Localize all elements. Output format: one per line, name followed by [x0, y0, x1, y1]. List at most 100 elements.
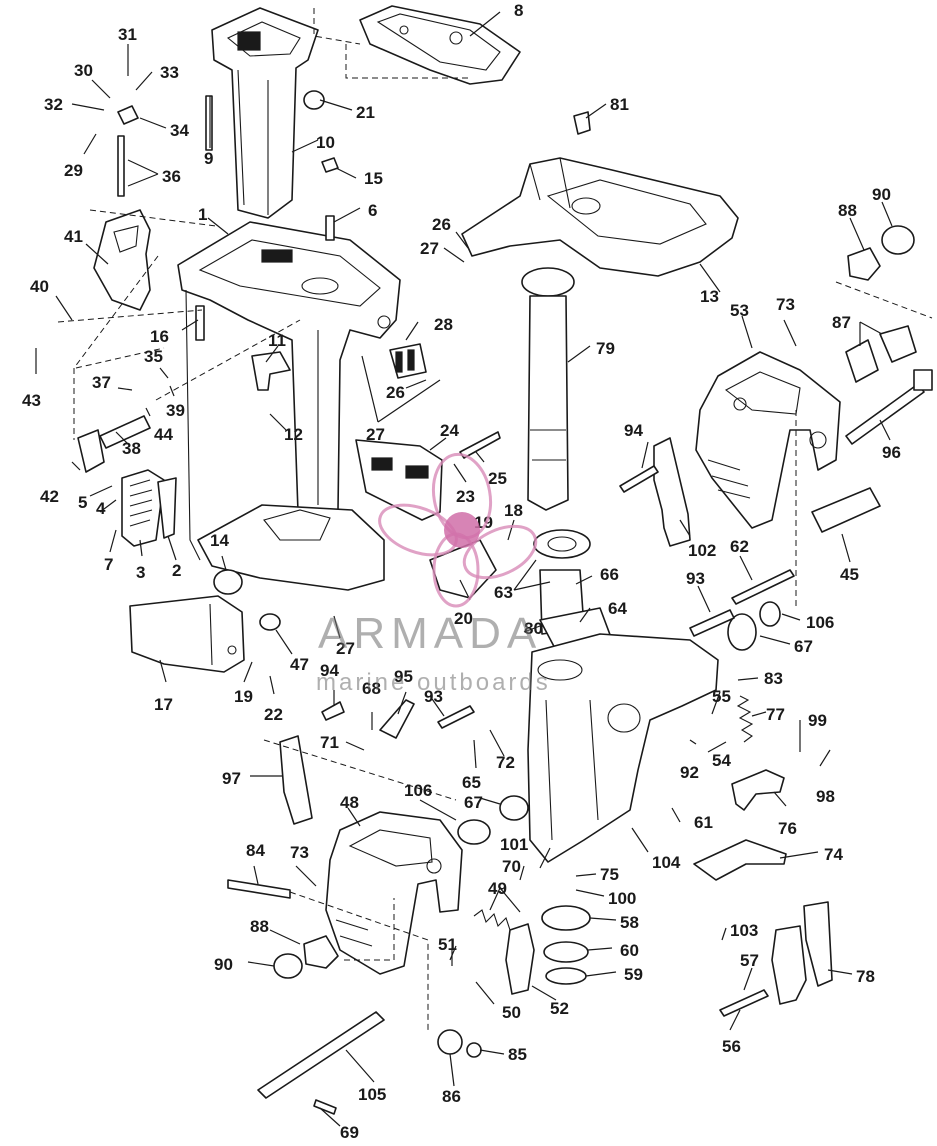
callout-94-left: 94: [320, 661, 339, 680]
callout-24: 24: [440, 421, 459, 440]
callout-58: 58: [620, 913, 639, 932]
callout-63: 63: [494, 583, 513, 602]
callout-69: 69: [340, 1123, 359, 1142]
part-pin-93-left: [437, 705, 475, 729]
callout-102: 102: [688, 541, 716, 560]
part-ring-60: [543, 941, 589, 963]
part-nut-88-lower: [303, 935, 339, 969]
callout-19-lower: 19: [234, 687, 253, 706]
callout-66: 66: [600, 565, 619, 584]
callout-35: 35: [144, 347, 163, 366]
part-brace-105: [257, 1011, 385, 1099]
part-bolt-94-left: [321, 701, 345, 721]
callout-2: 2: [172, 561, 181, 580]
part-strip: [157, 477, 177, 539]
callout-9: 9: [204, 149, 213, 168]
part-exhaust-tower: [211, 7, 319, 219]
callout-59: 59: [624, 965, 643, 984]
part-link-97: [279, 735, 313, 825]
armada-watermark: ARMADA marine outboards: [316, 452, 551, 696]
callout-103: 103: [730, 921, 758, 940]
part-gasket-plate: [359, 5, 521, 85]
callout-53: 53: [730, 301, 749, 320]
part-ring-58: [541, 905, 591, 931]
callout-32: 32: [44, 95, 63, 114]
part-nut-15: [321, 157, 339, 173]
part-spring-49: [473, 909, 511, 931]
part-grip: [121, 469, 165, 547]
part-bolt-81: [573, 111, 591, 135]
callout-29: 29: [64, 161, 83, 180]
callout-100: 100: [608, 889, 636, 908]
callout-31: 31: [118, 25, 137, 44]
callout-13: 13: [700, 287, 719, 306]
callout-30: 30: [74, 61, 93, 80]
part-swivel-bracket: [461, 157, 739, 277]
part-screw-16: [195, 305, 205, 341]
callout-78: 78: [856, 967, 875, 986]
part-pin-93-right: [689, 609, 735, 637]
callout-43: 43: [22, 391, 41, 410]
callout-79: 79: [596, 339, 615, 358]
callout-17: 17: [154, 695, 173, 714]
callout-83: 83: [764, 669, 783, 688]
part-nut-88-upper: [847, 247, 881, 281]
callout-47: 47: [290, 655, 309, 674]
callout-42: 42: [40, 487, 59, 506]
callout-106-left: 106: [404, 781, 432, 800]
callout-56: 56: [722, 1037, 741, 1056]
watermark-brand: ARMADA: [318, 609, 542, 658]
callout-72: 72: [496, 753, 515, 772]
callout-98: 98: [816, 787, 835, 806]
part-pivot-shaft: [77, 415, 151, 473]
callout-8: 8: [514, 1, 523, 20]
part-relay-28: [389, 343, 427, 379]
callout-67-right: 67: [794, 637, 813, 656]
part-cap-90-upper: [881, 225, 915, 255]
part-link-102: [653, 437, 691, 547]
part-bolt-25: [459, 431, 501, 459]
assembly-lines: [57, 8, 933, 1030]
watermark-tagline: marine outboards: [316, 669, 551, 696]
callout-84: 84: [246, 841, 265, 860]
callout-86: 86: [442, 1087, 461, 1106]
callout-62: 62: [730, 537, 749, 556]
callout-93-left: 93: [424, 687, 443, 706]
callout-15: 15: [364, 169, 383, 188]
callout-21: 21: [356, 103, 375, 122]
part-bushing-67-right: [727, 613, 757, 651]
callout-4: 4: [96, 499, 106, 518]
part-ring-59: [545, 967, 587, 985]
part-nut-85: [466, 1042, 482, 1058]
callout-49: 49: [488, 879, 507, 898]
part-lever-52: [505, 923, 535, 995]
callout-44: 44: [154, 425, 173, 444]
callout-67-left: 67: [464, 793, 483, 812]
callout-85: 85: [508, 1045, 527, 1064]
callout-74: 74: [824, 845, 843, 864]
callout-54: 54: [712, 751, 731, 770]
callout-7: 7: [104, 555, 113, 574]
callout-33: 33: [160, 63, 179, 82]
callout-48: 48: [340, 793, 359, 812]
callout-60: 60: [620, 941, 639, 960]
callout-25: 25: [488, 469, 507, 488]
callout-37: 37: [92, 373, 111, 392]
callout-27-upper: 27: [420, 239, 439, 258]
callout-12: 12: [284, 425, 303, 444]
callout-65: 65: [462, 773, 481, 792]
callout-81: 81: [610, 95, 629, 114]
callout-104: 104: [652, 853, 681, 872]
callout-27-lower: 27: [336, 639, 355, 658]
part-bolt-94-right: [619, 465, 659, 493]
callout-5: 5: [78, 493, 87, 512]
part-lever-95: [379, 699, 415, 739]
part-bolt-84: [227, 879, 291, 899]
part-clamp-bracket-right: [695, 351, 841, 529]
callout-22: 22: [264, 705, 283, 724]
callout-16: 16: [150, 327, 169, 346]
callout-106-right: 106: [806, 613, 834, 632]
part-stud-6: [325, 215, 335, 241]
callout-11: 11: [268, 331, 286, 350]
